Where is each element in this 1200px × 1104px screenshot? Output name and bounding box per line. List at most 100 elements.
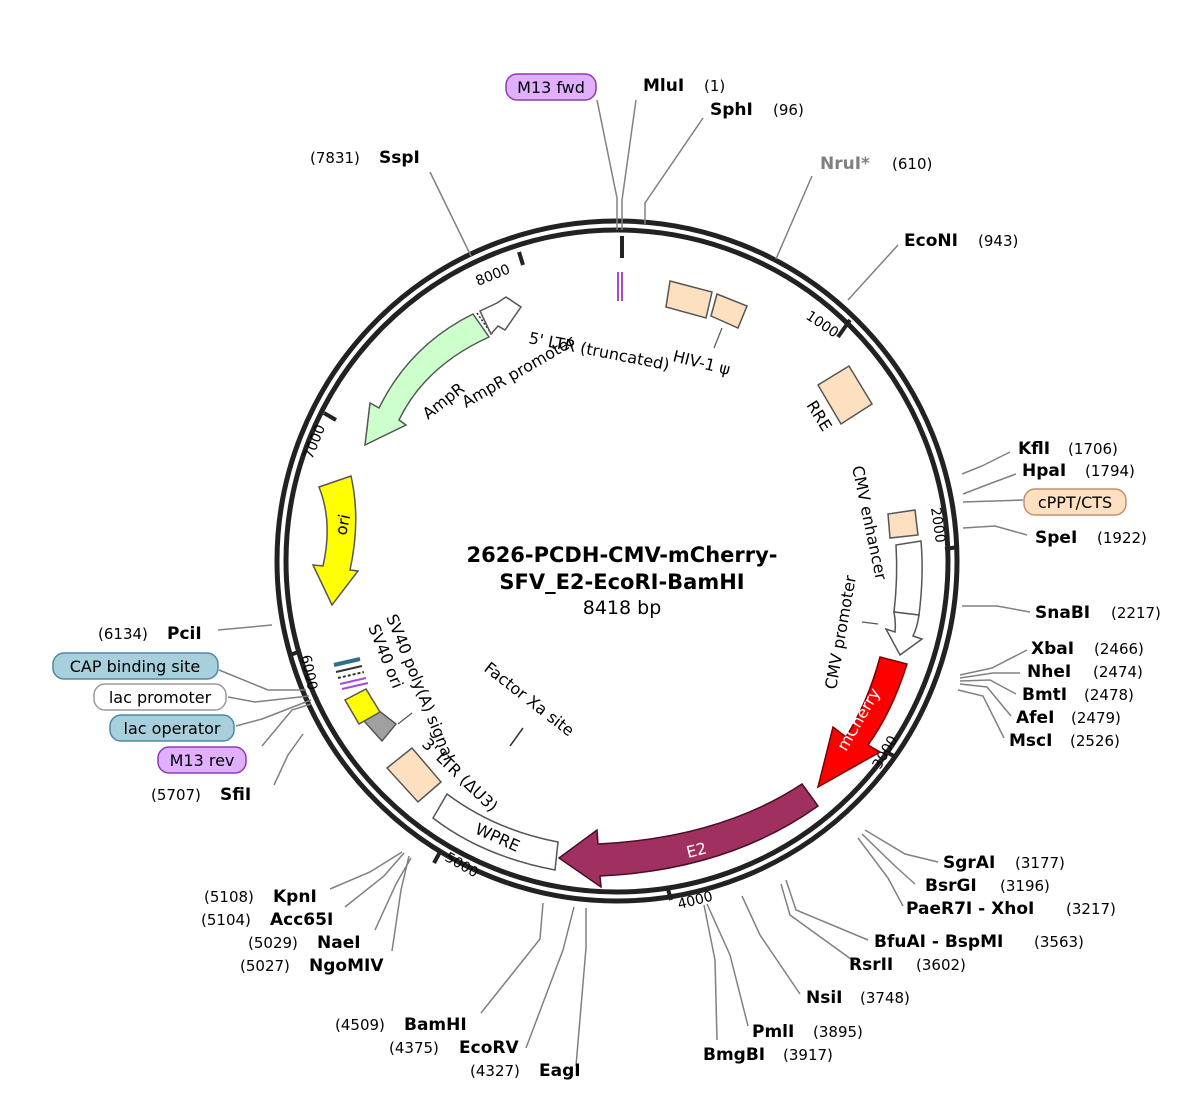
leader-lines: [217, 99, 1031, 1067]
site-afei-pos: (2479): [1071, 709, 1121, 727]
tick-3000: [883, 749, 897, 759]
wpre-box: [432, 792, 559, 871]
site-afei-name: AfeI: [1016, 708, 1054, 728]
site-spei-name: SpeI: [1035, 528, 1077, 548]
e2-arrow: [557, 782, 820, 889]
site-ecorv-pos: (4375): [389, 1039, 439, 1057]
site-kfli-name: KflI: [1018, 439, 1050, 459]
site-nrui-name: NruI*: [820, 154, 870, 174]
cmv-enhancer-arrow: [893, 540, 923, 616]
site-mlui-pos: (1): [704, 77, 725, 95]
site-paer7i-name: PaeR7I - XhoI: [906, 899, 1034, 919]
site-acc65i-pos: (5104): [201, 911, 251, 929]
svg-text:CAP binding site: CAP binding site: [70, 657, 200, 676]
lac-operator-tag: lac operator: [109, 714, 235, 742]
site-sfii-name: SfiI: [220, 785, 251, 805]
cmv-enhancer-label: CMV enhancer: [848, 464, 891, 582]
site-sspi-name: SspI: [379, 148, 420, 168]
site-nsii-pos: (3748): [860, 989, 910, 1007]
site-bmti-name: BmtI: [1022, 685, 1067, 705]
svg-text:cPPT/CTS: cPPT/CTS: [1038, 493, 1112, 512]
tick-1000: [836, 318, 852, 339]
site-sfii-pos: (5707): [151, 786, 201, 804]
site-sspi-pos: (7831): [310, 149, 360, 167]
site-msci-name: MscI: [1009, 731, 1052, 751]
site-sgrai-name: SgrAI: [943, 853, 995, 873]
tick-6000: [289, 649, 302, 657]
site-pcii-name: PciI: [167, 624, 202, 644]
site-ecorv-name: EcoRV: [459, 1038, 519, 1058]
tick-label-6000: 6000: [297, 654, 320, 692]
cmv-promoter-arrow: [884, 611, 924, 657]
tick-5000: [432, 851, 442, 864]
cap-binding-site-tag: CAP binding site: [52, 652, 219, 680]
tick-7000: [322, 411, 338, 422]
ori-arrow: [311, 475, 360, 607]
ampr-label: AmpR: [419, 379, 468, 423]
svg-text:M13 rev: M13 rev: [170, 751, 235, 770]
site-kfli-pos: (1706): [1068, 440, 1118, 458]
site-bmgbi-pos: (3917): [783, 1046, 833, 1064]
site-sphi-name: SphI: [710, 100, 753, 120]
site-mlui-name: MluI: [643, 76, 684, 96]
plasmid-title-line2: SFV_E2-EcoRI-BamHI: [499, 570, 744, 594]
cppt-tag: cPPT/CTS: [1023, 488, 1127, 516]
ampr-promoter-arrow: [478, 296, 523, 336]
site-ngomiv-pos: (5027): [240, 957, 290, 975]
svg-text:lac operator: lac operator: [124, 719, 221, 738]
site-nhei-pos: (2474): [1093, 663, 1143, 681]
tick-2000: [944, 545, 959, 551]
svg-text:lac promoter: lac promoter: [109, 688, 212, 707]
tick-label-2000: 2000: [927, 506, 948, 544]
site-kpni-pos: (5108): [204, 888, 254, 906]
site-rsrii-name: RsrII: [849, 955, 893, 975]
site-hpai-pos: (1794): [1085, 462, 1135, 480]
site-pmli-pos: (3895): [813, 1023, 863, 1041]
site-naei-name: NaeI: [317, 933, 361, 953]
factor-xa-label: Factor Xa site: [481, 658, 578, 740]
ltr3-box: [385, 746, 443, 804]
site-naei-pos: (5029): [248, 934, 298, 952]
ori-label: ori: [331, 513, 354, 537]
site-acc65i-name: Acc65I: [270, 910, 333, 930]
site-rsrii-pos: (3602): [916, 956, 966, 974]
mcherry-arrow: [816, 656, 908, 789]
site-snabi-pos: (2217): [1111, 604, 1161, 622]
site-bmti-pos: (2478): [1084, 686, 1134, 704]
lac-promoter-tag: lac promoter: [93, 683, 227, 711]
site-xbai-pos: (2466): [1094, 640, 1144, 658]
site-xbai-name: XbaI: [1031, 639, 1074, 659]
site-pmli-name: PmlI: [752, 1022, 794, 1042]
site-hpai-name: HpaI: [1022, 461, 1066, 481]
ampr-arrow: [364, 313, 491, 447]
rre-box: [816, 364, 874, 426]
site-ngomiv-name: NgoMIV: [309, 956, 384, 976]
small-marks: [333, 657, 369, 690]
e2-label: E2: [684, 839, 708, 862]
m13-rev-tag: M13 rev: [157, 746, 247, 774]
site-nhei-name: NheI: [1027, 662, 1071, 682]
site-pcii-pos: (6134): [98, 625, 148, 643]
site-bmgbi-name: BmgBI: [703, 1045, 765, 1065]
cppt-box: [887, 509, 919, 539]
hiv-psi-label: HIV-1 ψ: [671, 346, 732, 379]
site-msci-pos: (2526): [1070, 732, 1120, 750]
site-kpni-name: KpnI: [273, 887, 317, 907]
tick-marks: [289, 236, 959, 901]
site-sgrai-pos: (3177): [1015, 854, 1065, 872]
ltr5-box-b: [710, 292, 748, 329]
site-snabi-name: SnaBI: [1035, 603, 1090, 623]
tick-label-8000: 8000: [474, 262, 513, 290]
site-bamhi-name: BamHI: [404, 1015, 467, 1035]
site-eagi-name: EagI: [539, 1061, 581, 1081]
tick-4000: [666, 888, 673, 901]
cmv-promoter-label: CMV promoter: [821, 573, 860, 690]
site-econi-pos: (943): [978, 232, 1018, 250]
site-nsii-name: NsiI: [806, 988, 843, 1008]
site-econi-name: EcoNI: [904, 231, 958, 251]
site-paer7i-pos: (3217): [1066, 900, 1116, 918]
svg-text:M13 fwd: M13 fwd: [517, 78, 585, 97]
sv40-polya-box: [343, 688, 382, 726]
site-sphi-pos: (96): [773, 101, 804, 119]
site-bamhi-pos: (4509): [335, 1016, 385, 1034]
